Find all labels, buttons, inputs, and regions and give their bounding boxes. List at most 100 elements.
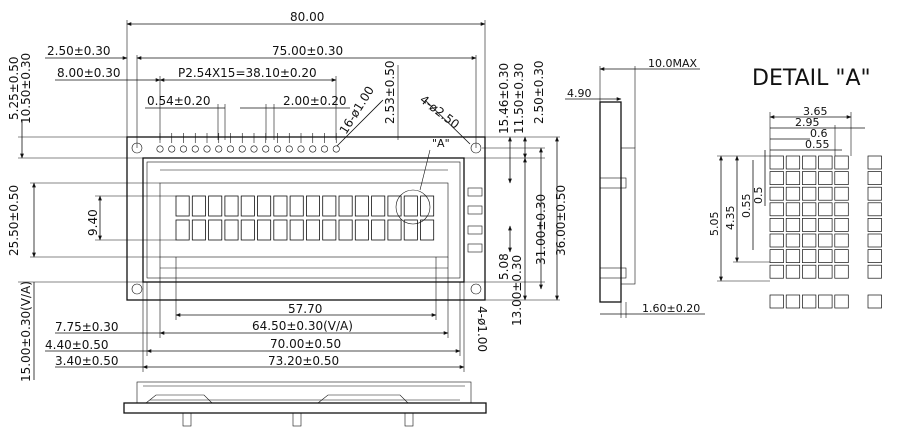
pin-pad xyxy=(203,145,211,153)
dim-pin-b: 2.00±0.20 xyxy=(283,94,347,108)
dot-pixel xyxy=(769,249,784,263)
dot-pixel-next xyxy=(867,233,882,248)
pin-pad xyxy=(227,145,235,153)
backlight-tab-mid xyxy=(467,205,483,215)
dot-pixel xyxy=(802,233,817,248)
dot-pixel xyxy=(785,249,801,263)
dim-right-e: 13.00±0.30 xyxy=(510,255,524,326)
dot-pixel xyxy=(769,155,784,170)
dim-pin-pitch: P2.54X15=38.10±0.20 xyxy=(178,66,317,80)
dot-pixel xyxy=(769,171,784,185)
detail-a-title: DETAIL "A" xyxy=(752,66,871,91)
dim-pcb-thickness: 1.60±0.20 xyxy=(642,302,700,315)
dot-pixel xyxy=(834,233,849,248)
bezel-inner xyxy=(146,161,461,279)
pin-pad xyxy=(320,145,328,153)
char-cell xyxy=(289,195,304,217)
detail-h-total: 5.05 xyxy=(708,212,721,237)
char-cell xyxy=(257,219,272,241)
cursor-pixel xyxy=(834,294,849,309)
char-cell xyxy=(403,195,418,217)
dot-pixel xyxy=(834,218,849,232)
dot-pixel xyxy=(785,186,801,201)
dot-pixel xyxy=(818,155,833,170)
dot-pixel-next xyxy=(867,186,882,201)
dim-left-bottom: 15.00±0.30(V/A) xyxy=(19,281,33,382)
char-cell xyxy=(191,219,206,241)
pin-pad xyxy=(332,145,340,153)
dim-left-top-a: 5.25±0.50 xyxy=(7,57,21,121)
char-cell xyxy=(354,195,369,217)
right-dimensions: 15.46±0.30 11.50±0.30 2.50±0.30 5.08 13.… xyxy=(464,61,568,352)
char-cell xyxy=(322,219,337,241)
bezel-outline xyxy=(142,157,465,283)
left-dimensions: 5.25±0.50 10.50±0.30 25.50±0.50 9.40 15.… xyxy=(7,53,176,382)
dot-pixel xyxy=(785,218,801,232)
dot-pixel xyxy=(834,249,849,263)
pin-row xyxy=(156,133,340,153)
char-cell xyxy=(224,195,239,217)
dim-pin-top: 2.53±0.50 xyxy=(383,61,397,125)
mount-hole-br xyxy=(470,283,482,295)
detail-h-c: 0.5 xyxy=(752,187,765,205)
side-view: 10.0MAX 4.90 1.60±0.20 xyxy=(565,57,705,318)
dim-right-c: 2.50±0.30 xyxy=(532,61,546,125)
char-cell xyxy=(305,195,320,217)
dot-pixel xyxy=(818,171,833,185)
char-cell xyxy=(240,195,255,217)
dot-pixel xyxy=(769,186,784,201)
detail-w-total: 3.65 xyxy=(803,105,828,118)
cursor-pixel xyxy=(818,294,833,309)
dot-pixel xyxy=(834,202,849,217)
dot-pixel xyxy=(802,264,817,279)
dot-pixel xyxy=(818,218,833,232)
dot-pixel xyxy=(834,155,849,170)
dim-right-f: 31.00±0.30 xyxy=(534,194,548,265)
char-cell xyxy=(273,195,288,217)
backlight-tab-top xyxy=(467,187,483,197)
char-cell xyxy=(387,219,402,241)
dot-pixel xyxy=(802,202,817,217)
char-cell xyxy=(322,195,337,217)
pin-pad xyxy=(309,145,317,153)
dot-pixel xyxy=(818,264,833,279)
pin-pad xyxy=(285,145,293,153)
cursor-pixel-next xyxy=(867,294,882,309)
dim-hole-offset: 2.50±0.30 xyxy=(47,44,111,58)
detail-h-b: 0.55 xyxy=(740,194,753,219)
dim-overall-width: 80.00 xyxy=(290,10,324,24)
dot-pixel xyxy=(769,264,784,279)
dot-pixel-next xyxy=(867,264,882,279)
top-dimensions: 80.00 75.00±0.30 2.50±0.30 8.00±0.30 P2.… xyxy=(45,10,486,150)
dot-pixel xyxy=(802,155,817,170)
dot-pixel-next xyxy=(867,218,882,232)
bottom-side-view xyxy=(123,381,487,427)
char-cell xyxy=(273,219,288,241)
detail-pixel-grid xyxy=(769,155,882,309)
dot-pixel-next xyxy=(867,155,882,170)
dot-pixel xyxy=(818,202,833,217)
dim-bottom-b: 4.40±0.50 xyxy=(45,338,109,352)
viewing-area xyxy=(159,182,449,258)
pin-pad xyxy=(262,145,270,153)
dot-pixel xyxy=(802,186,817,201)
dot-pixel xyxy=(818,249,833,263)
cursor-pixel xyxy=(785,294,801,309)
char-cell xyxy=(371,195,386,217)
char-cell xyxy=(208,219,223,241)
dim-bezel-width: 70.00±0.50 xyxy=(270,337,341,351)
char-cell xyxy=(338,219,353,241)
dim-bezel-outer: 73.20±0.50 xyxy=(268,354,339,368)
pin-pad xyxy=(273,145,281,153)
char-cell xyxy=(338,195,353,217)
dot-pixel xyxy=(785,202,801,217)
dot-pixel xyxy=(785,171,801,185)
char-cell xyxy=(175,219,190,241)
dot-pixel xyxy=(834,186,849,201)
dim-right-b: 11.50±0.30 xyxy=(512,63,526,134)
dot-pixel xyxy=(818,186,833,201)
dim-left-top-b: 10.50±0.30 xyxy=(19,53,33,124)
pin-pad xyxy=(297,145,305,153)
dim-pin-a: 0.54±0.20 xyxy=(147,94,211,108)
